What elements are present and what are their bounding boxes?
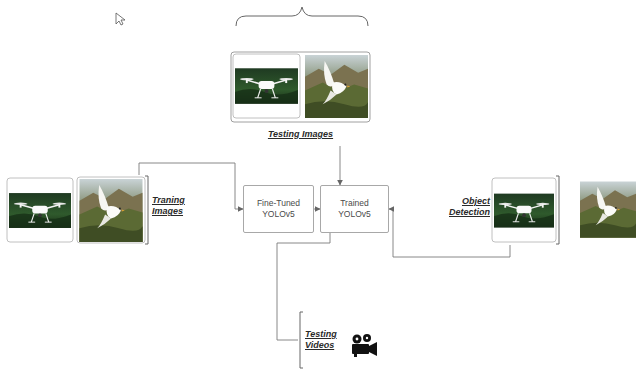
group-label: Testing Videos — [305, 329, 347, 352]
image-group: Testing Images — [229, 50, 372, 146]
group-label: Traning Images — [152, 195, 198, 218]
bracket — [145, 176, 148, 244]
image-group: Traning Images — [4, 175, 198, 245]
video-group: Testing Videos — [298, 316, 348, 364]
brace — [236, 7, 368, 26]
box-label: Trained YOLOv5 — [321, 196, 388, 223]
process-box: Trained YOLOv5 — [320, 185, 389, 233]
group-label: Testing Images — [229, 129, 372, 140]
bird-image — [305, 55, 368, 118]
thumb-frame — [7, 178, 73, 242]
bracket — [300, 312, 303, 368]
drone-image — [494, 194, 554, 228]
image-group: Object Detection — [440, 175, 561, 245]
connector — [277, 233, 330, 340]
group-frame — [231, 52, 370, 122]
bird-image — [580, 182, 636, 238]
bracket — [556, 176, 559, 244]
thumb-frame — [77, 177, 145, 243]
connector — [340, 146, 341, 185]
box-label: Fine-Tuned YOLOv5 — [244, 196, 313, 223]
cursor-icon — [116, 13, 125, 25]
process-box: Fine-Tuned YOLOv5 — [243, 185, 314, 233]
drone-image — [235, 68, 298, 103]
group-label: Object Detection — [440, 196, 490, 219]
thumb-frame — [233, 54, 300, 118]
drone-image — [9, 193, 71, 228]
bird-image — [80, 179, 143, 242]
thumb-frame — [492, 178, 556, 242]
video-camera-icon — [352, 334, 377, 357]
